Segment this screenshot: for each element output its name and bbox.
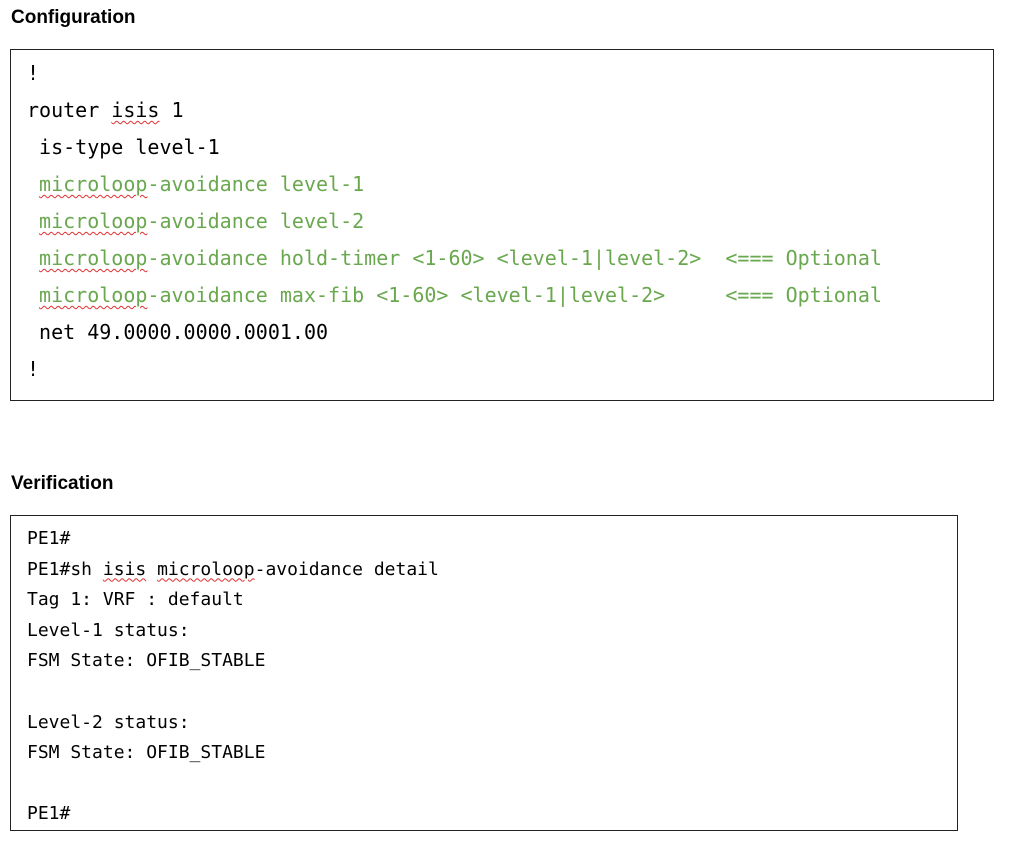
spellcheck-flagged-word: microloop: [39, 209, 148, 233]
code-line: Level-2 status:: [27, 708, 957, 739]
code-text: PE1#: [27, 803, 71, 825]
code-text: [27, 172, 39, 196]
code-line: microloop-avoidance hold-timer <1-60> <l…: [27, 240, 993, 277]
configuration-code-block: ! router isis 1 is-type level-1 microloop…: [10, 49, 994, 401]
code-line: microloop-avoidance max-fib <1-60> <leve…: [27, 277, 993, 314]
code-text: [27, 209, 39, 233]
code-text: FSM State: OFIB_STABLE: [27, 742, 266, 764]
code-text: !: [27, 61, 40, 85]
code-line: router isis 1: [27, 92, 993, 129]
spellcheck-flagged-word: isis: [102, 558, 147, 580]
code-line: FSM State: OFIB_STABLE: [27, 646, 957, 677]
configuration-heading: Configuration: [11, 7, 136, 28]
code-text: -avoidance max-fib <1-60> <level-1|level…: [147, 283, 882, 307]
code-text: [27, 283, 39, 307]
code-line: !: [27, 351, 993, 388]
spellcheck-flagged-word: microloop: [39, 172, 148, 196]
code-text: !: [27, 357, 40, 381]
code-line: microloop-avoidance level-1: [27, 166, 993, 203]
code-line: Tag 1: VRF : default: [27, 585, 957, 616]
spellcheck-flagged-word: microloop: [39, 283, 148, 307]
code-line: PE1#: [27, 524, 957, 555]
code-text: 1: [159, 98, 184, 122]
code-line: PE1#sh isis microloop-avoidance detail: [27, 555, 957, 586]
code-line: [27, 769, 957, 800]
spellcheck-flagged-word: microloop: [157, 558, 255, 580]
code-text: [27, 246, 39, 270]
code-text: -avoidance hold-timer <1-60> <level-1|le…: [147, 246, 882, 270]
code-text: Tag 1: VRF : default: [27, 589, 244, 611]
code-line: Level-1 status:: [27, 616, 957, 647]
code-text: router: [27, 98, 112, 122]
code-text: Level-1 status:: [27, 619, 190, 641]
verification-output-block: PE1# PE1#sh isis microloop-avoidance deta…: [10, 515, 958, 831]
spellcheck-flagged-word: isis: [111, 98, 160, 122]
code-line: is-type level-1: [27, 129, 993, 166]
code-text: -avoidance level-1: [147, 172, 365, 196]
code-line: FSM State: OFIB_STABLE: [27, 738, 957, 769]
code-line: PE1#: [27, 799, 957, 830]
code-text: -avoidance detail: [254, 558, 439, 580]
code-text: Level-2 status:: [27, 711, 190, 733]
code-text: PE1#: [27, 528, 71, 549]
code-line: net 49.0000.0000.0001.00: [27, 314, 993, 351]
code-line: !: [27, 55, 993, 92]
verification-heading: Verification: [11, 473, 114, 494]
code-line: [27, 677, 957, 708]
spellcheck-flagged-word: microloop: [39, 246, 148, 270]
code-text: [146, 559, 157, 580]
code-text: net 49.0000.0000.0001.00: [27, 320, 329, 344]
code-text: -avoidance level-2: [147, 209, 365, 233]
code-line: microloop-avoidance level-2: [27, 203, 993, 240]
code-text: PE1#sh: [27, 558, 103, 580]
code-text: is-type level-1: [27, 135, 220, 159]
code-text: FSM State: OFIB_STABLE: [27, 650, 266, 672]
